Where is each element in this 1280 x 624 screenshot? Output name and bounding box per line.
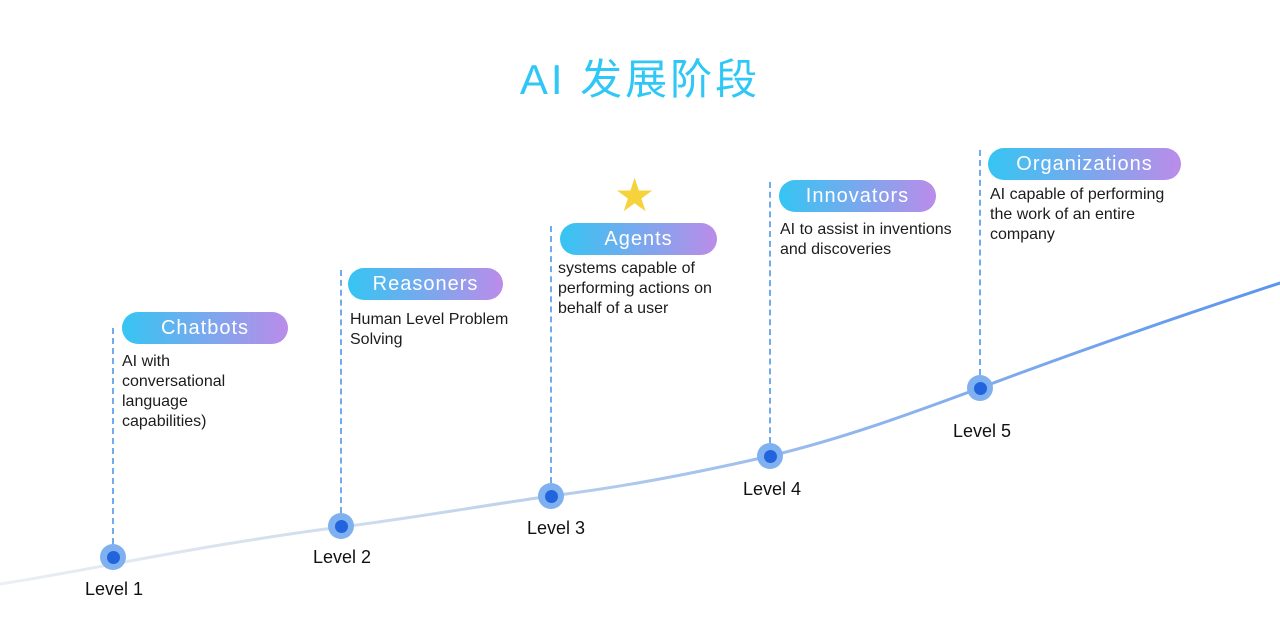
connector-dashed-line bbox=[550, 226, 552, 483]
stage-pill-innovators: Innovators bbox=[779, 180, 936, 212]
timeline-dot-core bbox=[106, 550, 120, 564]
stage-description: AI to assist in inventions and discoveri… bbox=[780, 221, 952, 258]
connector-dashed-line bbox=[112, 328, 114, 544]
connector-dashed-line bbox=[340, 270, 342, 513]
growth-curve-path bbox=[0, 281, 1280, 586]
stage-pill-organizations: Organizations bbox=[988, 148, 1181, 180]
connector-dashed-line bbox=[979, 150, 981, 375]
stage-description: systems capable of performing actions on… bbox=[558, 260, 712, 317]
stage-pill-label: Reasoners bbox=[372, 272, 479, 295]
stage-pill-label: Organizations bbox=[1016, 152, 1153, 175]
level-label: Level 2 bbox=[312, 547, 372, 567]
stage-pill-reasoners: Reasoners bbox=[348, 268, 503, 300]
stage-pill-label: Agents bbox=[604, 227, 673, 250]
timeline-dot bbox=[328, 513, 354, 539]
stage-pill-label: Innovators bbox=[805, 184, 910, 207]
timeline-dot bbox=[538, 483, 564, 509]
level-label: Level 1 bbox=[84, 579, 144, 599]
timeline-dot-core bbox=[763, 449, 777, 463]
timeline-dot-core bbox=[544, 489, 558, 503]
stage-pill-chatbots: Chatbots bbox=[122, 312, 288, 344]
timeline-dot bbox=[100, 544, 126, 570]
stage-description: AI with conversational language capabili… bbox=[122, 353, 226, 430]
stage-pill-agents: Agents bbox=[560, 223, 717, 255]
timeline-dot bbox=[967, 375, 993, 401]
star-icon: ★ bbox=[614, 169, 656, 221]
level-label: Level 4 bbox=[742, 479, 802, 499]
timeline-dot bbox=[757, 443, 783, 469]
stage-description: Human Level Problem Solving bbox=[350, 311, 509, 348]
connector-dashed-line bbox=[769, 182, 771, 443]
page-title: AI 发展阶段 bbox=[519, 56, 761, 103]
stage-pill-label: Chatbots bbox=[160, 316, 250, 339]
level-label: Level 3 bbox=[526, 518, 586, 538]
level-label: Level 5 bbox=[952, 421, 1012, 441]
timeline-dot-core bbox=[973, 381, 987, 395]
timeline-dot-core bbox=[334, 519, 348, 533]
stage-description: AI capable of performing the work of an … bbox=[990, 186, 1165, 243]
